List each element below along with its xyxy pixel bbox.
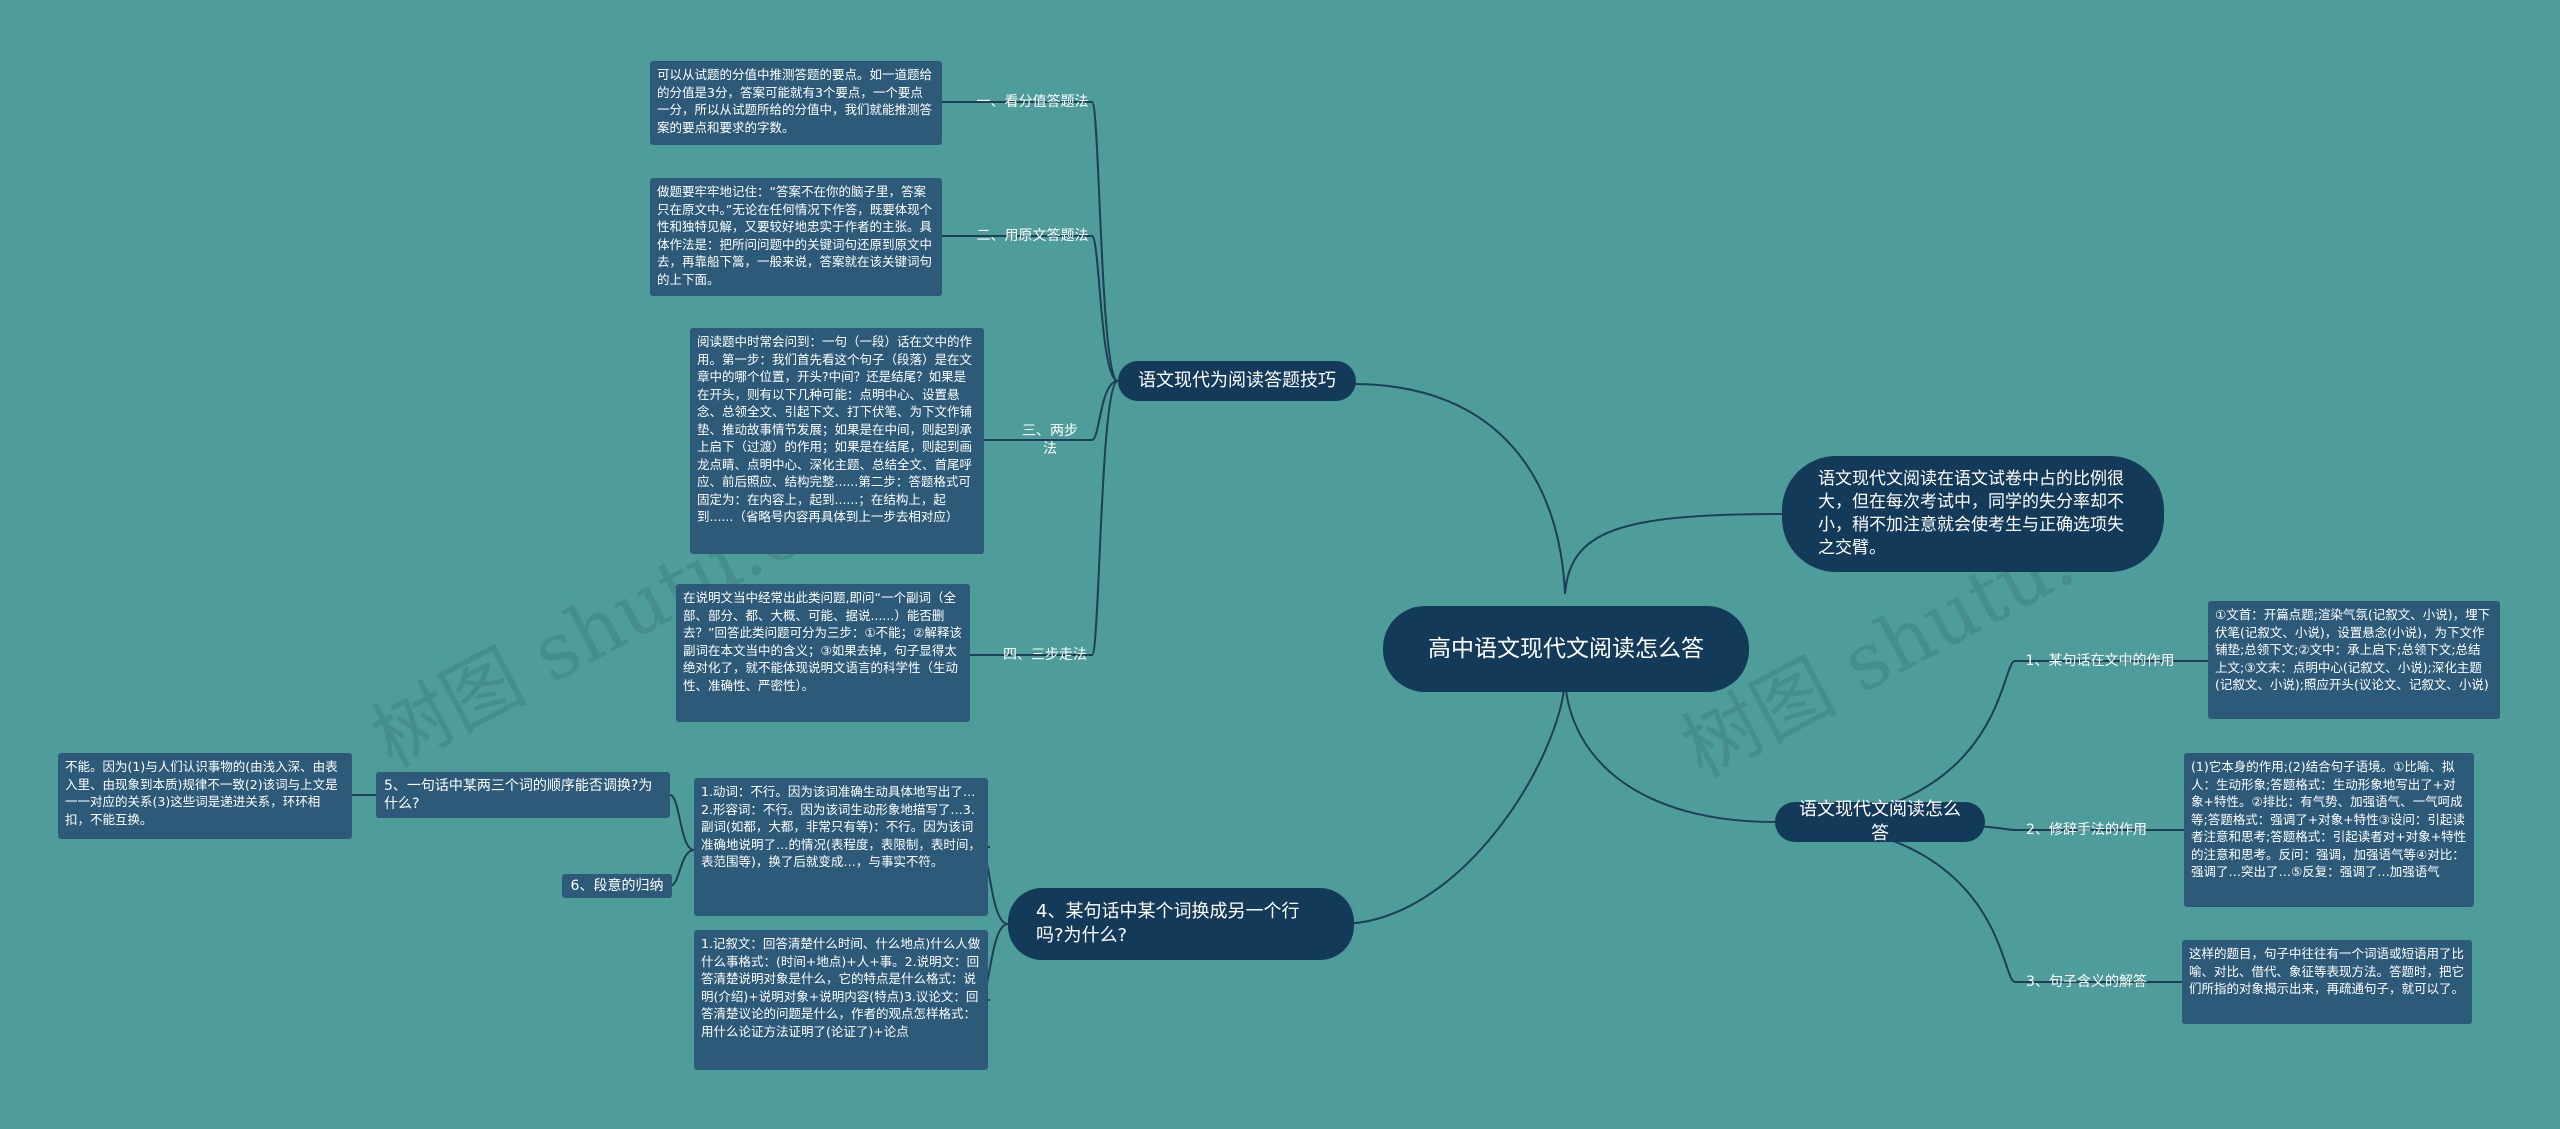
branch-word-replace[interactable]: 4、某句话中某个词换成另一个行吗?为什么? [1008,888,1354,960]
leaf-sentence-meaning: 这样的题目，句子中往往有一个词语或短语用了比喻、对比、借代、象征等表现方法。答题… [2182,940,2472,1024]
leaf-original-text-method: 做题要牢牢地记住：“答案不在你的脑子里，答案只在原文中。”无论在任何情况下作答，… [650,178,942,296]
link-skills-1 [969,101,1119,382]
sub-score-method[interactable]: 一、看分值答题法 [976,94,1089,110]
intro-paragraph[interactable]: 语文现代文阅读在语文试卷中占的比例很大，但在每次考试中，同学的失分率却不小，稍不… [1782,456,2164,572]
link-root-wordswap [1339,679,1566,925]
sub-two-step-method[interactable]: 三、两步法 [1022,423,1078,457]
branch-how-to-answer[interactable]: 语文现代文阅读怎么答 [1775,799,1985,844]
branch-answer-skills[interactable]: 语文现代为阅读答题技巧 [1118,361,1356,401]
link-skills-3 [1010,380,1119,441]
sub-word-order-question[interactable]: 5、一句话中某两三个词的顺序能否调换?为什么? [376,772,670,818]
sub-paragraph-summary[interactable]: 6、段意的归纳 [562,874,672,898]
sub-rhetoric-function[interactable]: 2、修辞手法的作用 [2026,822,2147,838]
sub-sentence-meaning[interactable]: 3、句子含义的解答 [2026,974,2147,990]
link-skills-2 [969,235,1119,382]
root-topic[interactable]: 高中语文现代文阅读怎么答 [1383,606,1749,692]
link-root-skills [1354,383,1566,595]
sub-three-step-method[interactable]: 四、三步走法 [1003,647,1087,663]
leaf-two-step-method: 阅读题中时常会问到：一句（一段）话在文中的作用。第一步：我们首先看这个句子（段落… [690,328,984,554]
sub-original-text-method[interactable]: 二、用原文答题法 [976,228,1089,244]
leaf-sentence-function: ①文首：开篇点题;渲染气氛(记叙文、小说)，埋下伏笔(记叙文、小说)，设置悬念(… [2208,601,2500,719]
link-howto-3 [1774,821,2158,983]
link-root-intro [1564,513,1783,595]
leaf-text-genre-summary: 1.记叙文：回答清楚什么时间、什么地点)什么人做什么事格式：(时间+地点)+人+… [694,930,988,1070]
link-order-question [650,794,695,851]
leaf-rhetoric-function: (1)它本身的作用;(2)结合句子语境。①比喻、拟人：生动形象;答题格式：生动形… [2184,753,2474,907]
link-root-howto [1564,679,1776,823]
leaf-word-replace-types: 1.动词：不行。因为该词准确生动具体地写出了…2.形容词：不行。因为该词生动形象… [694,778,988,916]
sub-sentence-function[interactable]: 1、某句话在文中的作用 [2025,653,2175,669]
leaf-three-step-method: 在说明文当中经常出此类问题,即问“一个副词（全部、部分、都、大概、可能、据说..… [676,584,970,722]
link-skills-4 [997,380,1119,656]
leaf-score-method: 可以从试题的分值中推测答题的要点。如一道题给的分值是3分，答案可能就有3个要点，… [650,61,942,145]
link-paragraph [669,849,695,887]
leaf-word-order-answer: 不能。因为(1)与人们认识事物的(由浅入深、由表入里、由现象到本质)规律不一致(… [58,753,352,839]
